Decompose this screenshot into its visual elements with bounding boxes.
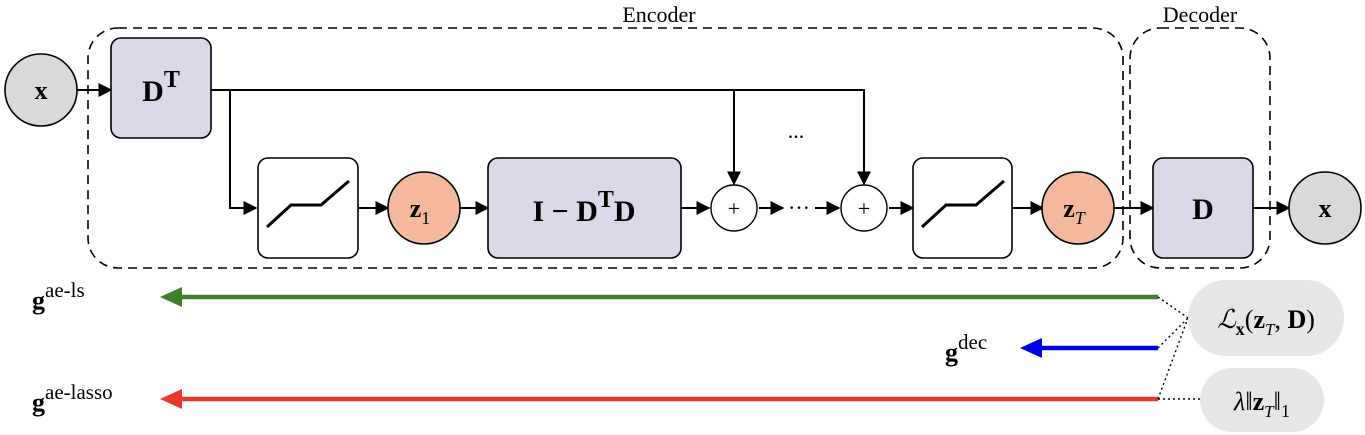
encoder-label: Encoder (622, 2, 696, 27)
dt-block (110, 37, 212, 139)
decoder-region (1129, 27, 1271, 269)
sum-node-1-label: + (728, 196, 740, 221)
output-x-node (1288, 171, 1362, 245)
threshold-curve-2 (920, 179, 1005, 229)
gradient-arrowhead-dec (1020, 338, 1042, 358)
i-minus-dtd-block (487, 157, 682, 259)
threshold-block-1 (257, 157, 359, 259)
connections (77, 83, 1291, 215)
gradient-arrowhead-ae-lasso (160, 389, 182, 409)
reconstruction-loss-box (1188, 280, 1344, 356)
loss-connectors (1157, 296, 1200, 400)
output-x-label: x (1319, 194, 1332, 223)
l1-penalty-box (1200, 368, 1324, 432)
reconstruction-loss-label: ℒx(zT, D) (1217, 305, 1315, 339)
sum-node-2-label: + (858, 196, 870, 221)
i-minus-dtd-label: I − DTD (532, 187, 635, 228)
gradient-label-ae-ls: gae-ls (32, 278, 85, 315)
ellipsis-top: ... (788, 118, 805, 143)
z1-node (387, 171, 461, 245)
input-x-label: x (35, 76, 48, 105)
l1-penalty-label: λ‖zT‖1 (1233, 387, 1290, 421)
d-block (1152, 157, 1254, 259)
d-label: D (1192, 193, 1214, 226)
decoder-label: Decoder (1163, 2, 1238, 27)
encoder-region (87, 27, 1124, 269)
input-x-node (4, 53, 78, 127)
dt-label: DT (142, 67, 180, 108)
gradient-arrowhead-ae-ls (160, 287, 182, 307)
sum-node-2 (840, 184, 888, 232)
gradient-label-dec: gdec (945, 330, 987, 367)
gradient-label-ae-lasso: gae-lasso (32, 380, 113, 417)
z1-label: z1 (410, 194, 431, 228)
zT-node (1041, 171, 1115, 245)
threshold-block-2 (912, 157, 1013, 259)
ellipsis-mid: ··· (788, 195, 810, 220)
sum-node-1 (710, 184, 758, 232)
threshold-curve-1 (265, 179, 350, 229)
zT-label: zT (1063, 194, 1087, 228)
